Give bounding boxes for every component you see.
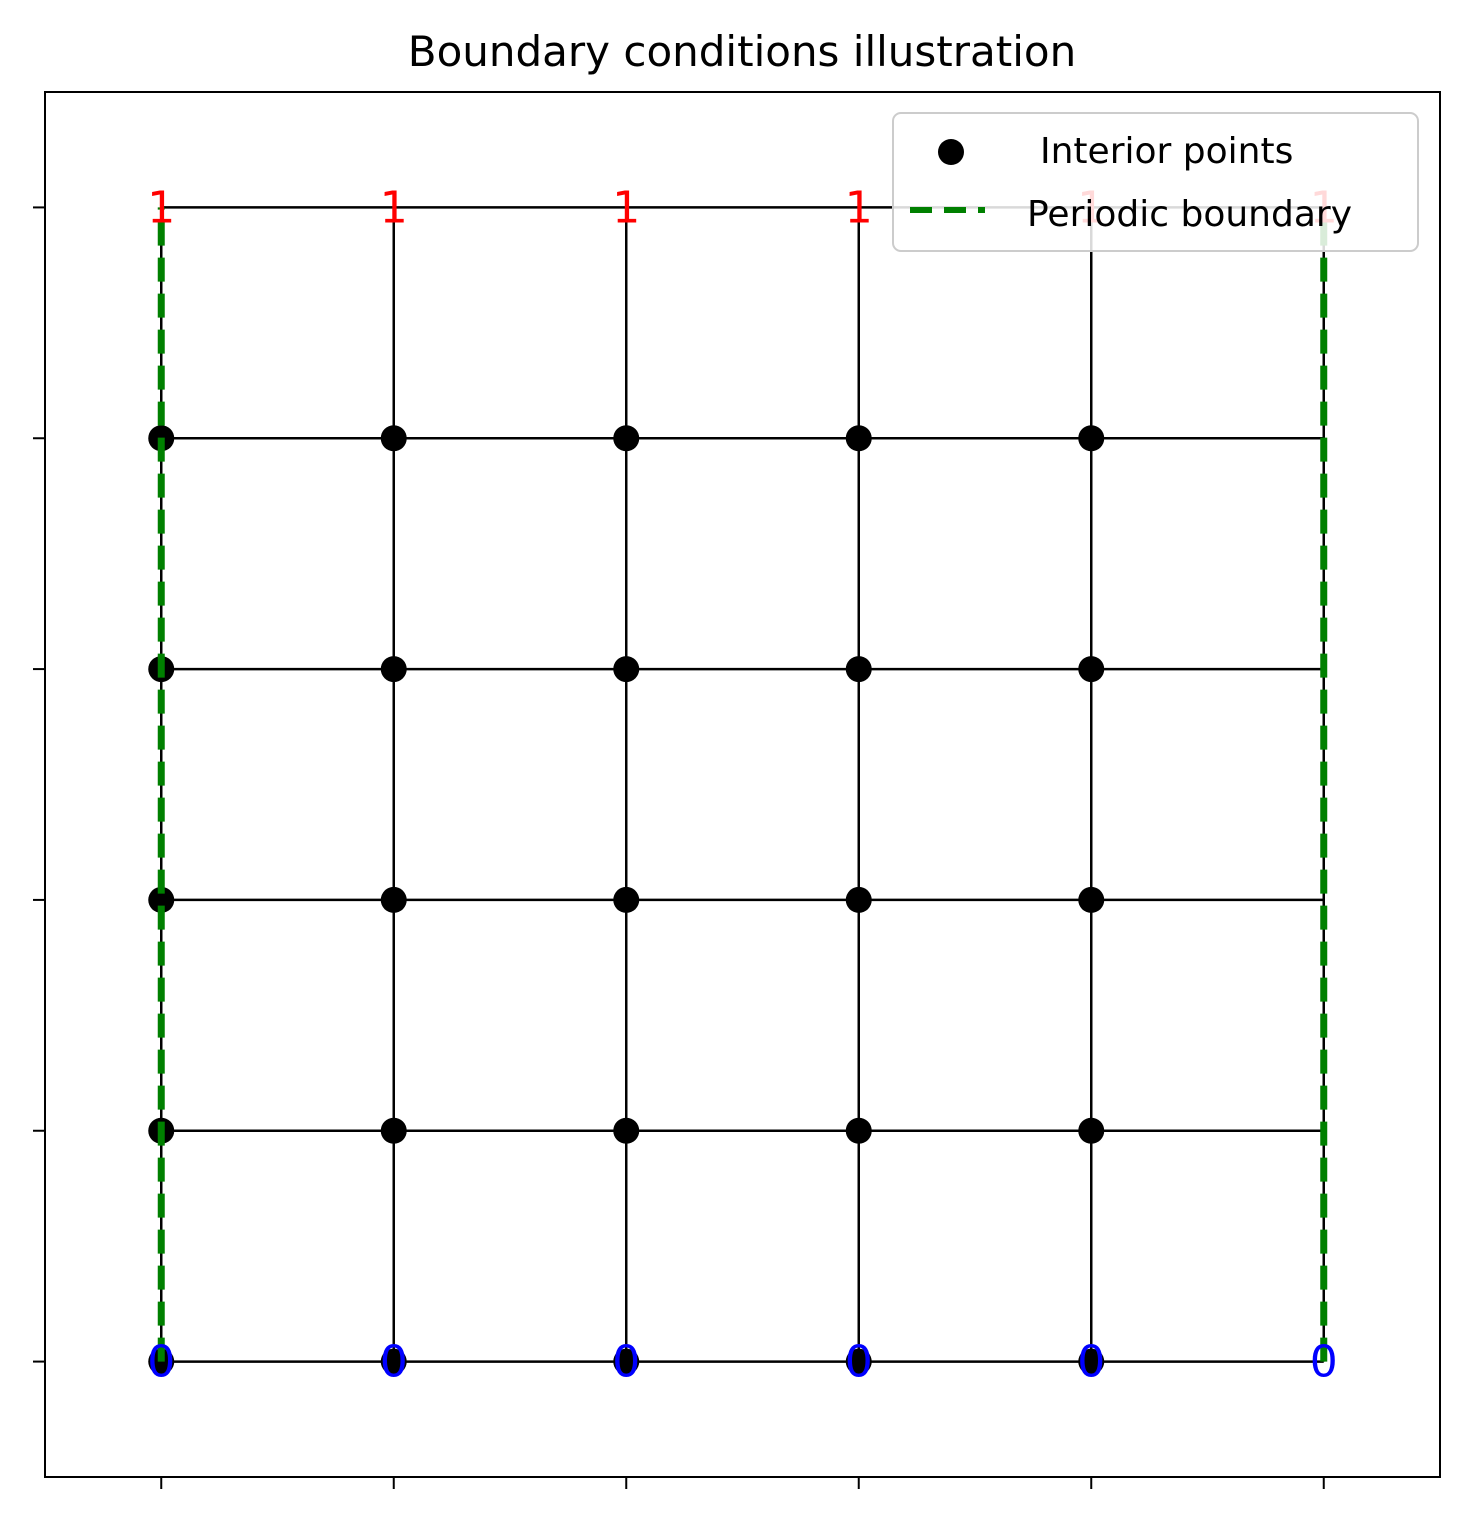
interior-point [613, 886, 640, 913]
grid-lines [160, 206, 1325, 1363]
interior-point [148, 886, 175, 913]
top-boundary-label: 1 [380, 182, 408, 233]
interior-point [1078, 656, 1105, 683]
periodic-boundary-lines [157, 207, 1328, 1362]
bottom-boundary-label: 0 [1310, 1337, 1338, 1388]
interior-point [380, 886, 407, 913]
top-boundary-label: 1 [845, 182, 873, 233]
interior-point [845, 886, 872, 913]
top-boundary-label: 1 [612, 182, 640, 233]
interior-point [1078, 886, 1105, 913]
top-boundary-label: 1 [147, 182, 175, 233]
interior-point [845, 656, 872, 683]
legend-marker-interior [938, 139, 964, 165]
interior-point [380, 1348, 407, 1375]
interior-point [845, 425, 872, 452]
legend-label-interior: Interior points [1040, 131, 1293, 172]
legend-box [892, 112, 1419, 252]
bottom-boundary-label: 0 [1077, 1337, 1105, 1388]
boundary-value-labels: 111111000000 [147, 182, 1338, 1387]
interior-point [1078, 1348, 1105, 1375]
chart-title: Boundary conditions illustration [408, 27, 1076, 76]
interior-point [845, 1117, 872, 1144]
legend: Interior points Periodic boundary [892, 112, 1419, 252]
interior-point [845, 1348, 872, 1375]
bottom-boundary-label: 0 [612, 1337, 640, 1388]
interior-point [613, 656, 640, 683]
interior-points [148, 425, 1105, 1375]
axis-ticks [33, 206, 1325, 1489]
interior-point [380, 425, 407, 452]
bottom-boundary-label: 0 [147, 1337, 175, 1388]
bottom-boundary-label: 0 [380, 1337, 408, 1388]
interior-point [380, 656, 407, 683]
interior-point [613, 1348, 640, 1375]
interior-point [380, 1117, 407, 1144]
plot-frame [44, 91, 1441, 1478]
interior-point [613, 425, 640, 452]
legend-label-periodic: Periodic boundary [1027, 194, 1352, 235]
bottom-boundary-label: 0 [845, 1337, 873, 1388]
interior-point [1078, 1117, 1105, 1144]
interior-point [613, 1117, 640, 1144]
interior-point [1078, 425, 1105, 452]
